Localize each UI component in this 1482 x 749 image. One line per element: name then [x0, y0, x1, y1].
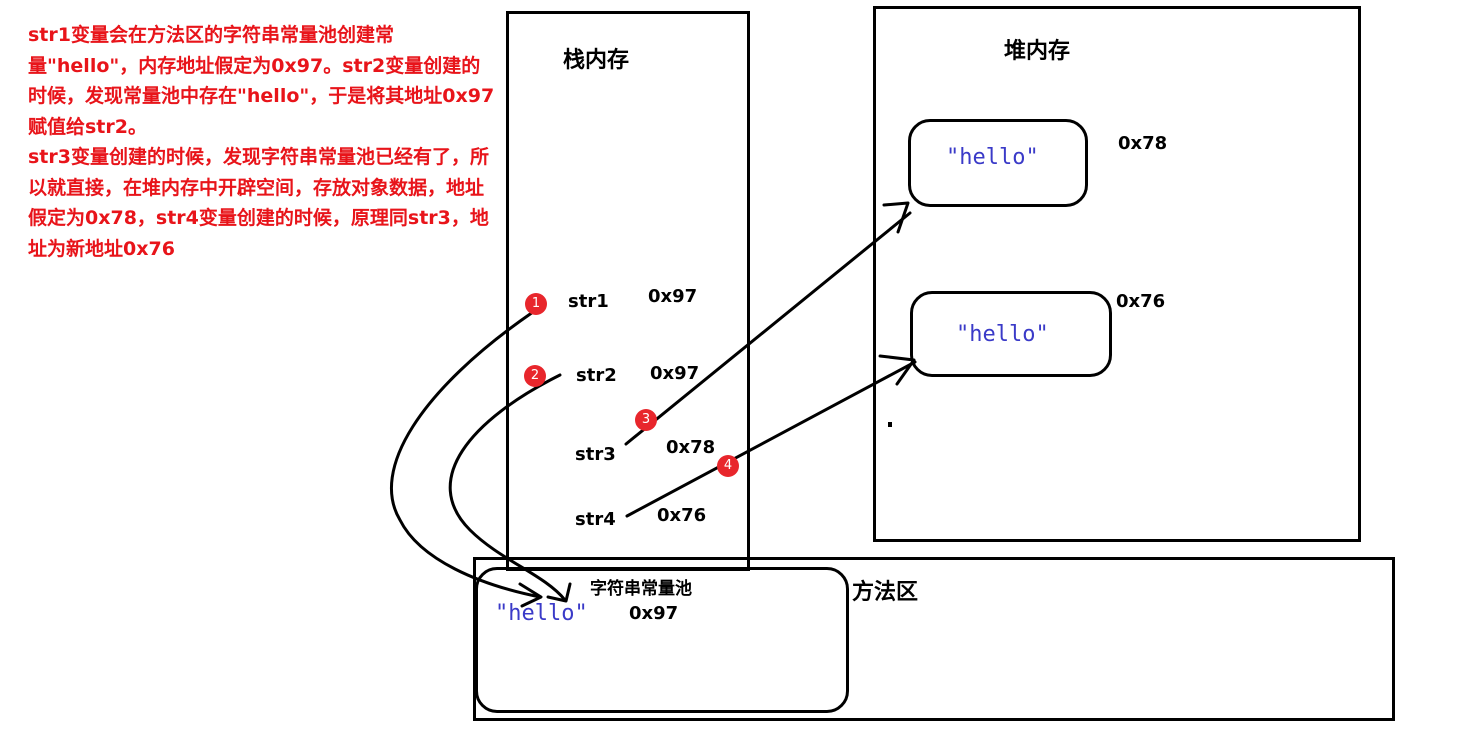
badge-2: 2 [524, 365, 546, 387]
arrow-str4-head [878, 354, 916, 386]
arrow-str1-to-pool [390, 310, 542, 599]
stack-var-str4-name: str4 [575, 509, 616, 530]
heap-object-1-address: 0x78 [1118, 133, 1168, 154]
arrow-str4-to-heap2 [625, 360, 917, 518]
description-paragraph-1: str1变量会在方法区的字符串常量池创建常量"hello"，内存地址假定为0x9… [28, 24, 495, 138]
arrow-str1-head [518, 582, 543, 608]
description-paragraph-2: str3变量创建的时候，发现字符串常量池已经有了，所以就直接，在堆内存中开辟空间… [28, 146, 489, 260]
stack-var-str2-address: 0x97 [650, 363, 700, 384]
heap-object-2-value: "hello" [956, 322, 1049, 347]
stack-var-str1-name: str1 [568, 291, 609, 312]
method-area-box [473, 557, 1395, 721]
arrow-str2-to-pool [448, 373, 567, 602]
string-constant-pool-title: 字符串常量池 [590, 579, 692, 599]
badge-3: 3 [635, 409, 657, 431]
description-text: str1变量会在方法区的字符串常量池创建常量"hello"，内存地址假定为0x9… [28, 20, 498, 264]
arrow-str3-to-heap1 [624, 211, 912, 446]
stack-var-str3-address: 0x78 [666, 437, 716, 458]
string-constant-pool-box [475, 567, 849, 713]
heap-object-1-box [908, 119, 1088, 207]
decorative-dot [888, 422, 892, 427]
badge-4: 4 [717, 455, 739, 477]
pool-hello-address: 0x97 [629, 603, 679, 624]
stack-memory-title: 栈内存 [563, 48, 630, 73]
stack-var-str3-name: str3 [575, 444, 616, 465]
heap-object-1-value: "hello" [946, 145, 1039, 170]
heap-object-2-address: 0x76 [1116, 291, 1166, 312]
arrow-str3-head [882, 201, 910, 234]
stack-var-str1-address: 0x97 [648, 286, 698, 307]
stack-var-str4-address: 0x76 [657, 505, 707, 526]
arrow-str2-head [546, 582, 572, 603]
pool-hello-string: "hello" [495, 601, 588, 626]
heap-object-2-box [910, 291, 1112, 377]
badge-1: 1 [525, 293, 547, 315]
method-area-title: 方法区 [852, 580, 919, 605]
stack-var-str2-name: str2 [576, 365, 617, 386]
heap-memory-title: 堆内存 [1004, 39, 1071, 64]
heap-memory-box [873, 6, 1361, 542]
